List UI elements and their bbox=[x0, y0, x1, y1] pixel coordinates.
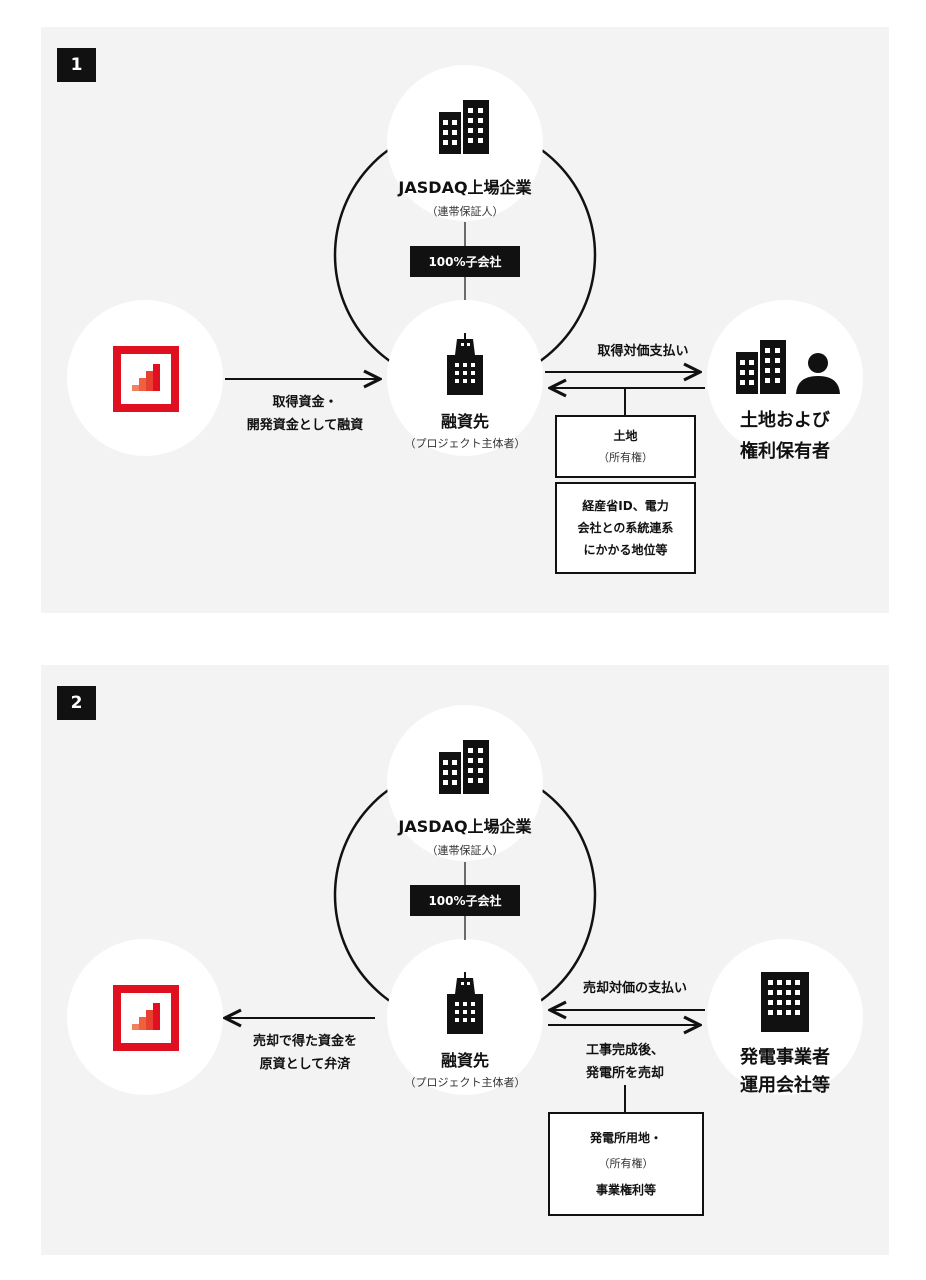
plant-asset-line: 発電所用地・ bbox=[589, 1131, 662, 1145]
land-box-sub: （所有権） bbox=[598, 450, 653, 464]
repayment-label: 売却で得た資金を原資として弁済 bbox=[253, 1030, 357, 1076]
plant-asset-line: 事業権利等 bbox=[595, 1183, 656, 1197]
diagram-number-badge: 1 bbox=[57, 48, 96, 82]
lender-logo-icon bbox=[117, 350, 175, 408]
borrower-name: 融資先 bbox=[440, 412, 490, 431]
person-icon bbox=[796, 353, 840, 394]
holder-line: 土地および bbox=[740, 410, 830, 431]
borrower-role: （プロジェクト主体者） bbox=[404, 1076, 526, 1089]
guarantor-name: JASDAQ上場企業 bbox=[398, 817, 532, 836]
sale-label-line: 工事完成後、 bbox=[585, 1043, 665, 1058]
rights-line: 会社との系統連系 bbox=[577, 521, 674, 535]
buyer-line: 運用会社等 bbox=[740, 1075, 830, 1096]
financing-label: 取得資金・開発資金として融資 bbox=[247, 391, 364, 437]
financing-label-line: 取得資金・ bbox=[272, 395, 338, 410]
sale-label: 工事完成後、発電所を売却 bbox=[586, 1039, 664, 1085]
rights-line: 経産省ID、電力 bbox=[582, 499, 669, 513]
guarantor-role: （連帯保証人） bbox=[426, 205, 504, 218]
land-holder-label: 土地および権利保有者 bbox=[740, 405, 830, 467]
repayment-label-line: 売却で得た資金を bbox=[252, 1034, 358, 1049]
plant-asset-box: 発電所用地・ （所有権） 事業権利等 bbox=[548, 1112, 704, 1216]
lender-logo-icon bbox=[117, 989, 175, 1047]
rights-line: にかかる地位等 bbox=[583, 543, 668, 557]
borrower-role: （プロジェクト主体者） bbox=[404, 437, 526, 450]
sale-payment-label: 売却対価の支払い bbox=[582, 981, 688, 996]
diagram1-graphics bbox=[67, 65, 863, 456]
subsidiary-tag: 100%子会社 bbox=[410, 885, 520, 916]
sale-label-line: 発電所を売却 bbox=[585, 1066, 665, 1081]
borrower-name: 融資先 bbox=[440, 1051, 490, 1070]
diagram2-graphics bbox=[67, 705, 863, 1112]
plant-asset-line: （所有権） bbox=[598, 1157, 654, 1170]
payment-label: 取得対価支払い bbox=[597, 344, 689, 359]
power-company-building-icon bbox=[761, 972, 809, 1032]
guarantor-name: JASDAQ上場企業 bbox=[398, 178, 532, 197]
buyer-label: 発電事業者運用会社等 bbox=[740, 1044, 830, 1100]
repayment-label-line: 原資として弁済 bbox=[259, 1057, 351, 1072]
subsidiary-tag: 100%子会社 bbox=[410, 246, 520, 277]
rights-box: 経産省ID、電力会社との系統連系にかかる地位等 bbox=[555, 482, 696, 574]
guarantor-role: （連帯保証人） bbox=[426, 844, 504, 857]
financing-label-line: 開発資金として融資 bbox=[246, 418, 364, 433]
land-box-title: 土地 bbox=[613, 428, 638, 443]
land-box: 土地 （所有権） bbox=[555, 415, 696, 478]
diagram-number-badge: 2 bbox=[57, 686, 96, 720]
buyer-line: 発電事業者 bbox=[740, 1047, 830, 1068]
holder-line: 権利保有者 bbox=[740, 441, 830, 462]
